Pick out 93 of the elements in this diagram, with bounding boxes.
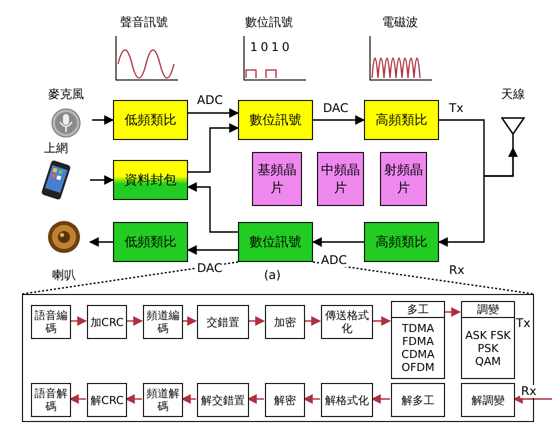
box-label: 數位訊號 bbox=[250, 112, 302, 129]
icon-caption: 喇叭 bbox=[52, 267, 76, 284]
box-label: 傳送格式化 bbox=[324, 309, 370, 335]
process-box bbox=[461, 383, 515, 417]
arrow bbox=[126, 316, 143, 326]
arrow bbox=[188, 108, 239, 118]
zoom-line bbox=[21, 261, 535, 295]
arrow bbox=[70, 316, 87, 326]
box-label: 解密 bbox=[274, 394, 296, 406]
edge-label: Rx bbox=[448, 264, 466, 277]
box-label: 高頻類比 bbox=[376, 112, 428, 129]
process-box bbox=[197, 305, 249, 339]
block-box bbox=[317, 152, 364, 206]
box-list-text: TDMA FDMA CDMA OFDM bbox=[400, 321, 436, 376]
arrow bbox=[92, 115, 114, 125]
arrow bbox=[187, 245, 238, 255]
box-label: 解CRC bbox=[90, 394, 124, 406]
arrow bbox=[304, 316, 321, 326]
edge-label: DAC bbox=[196, 262, 224, 275]
box-label: 多工 bbox=[392, 302, 444, 318]
process-box bbox=[87, 305, 127, 339]
box-label: 低頻類比 bbox=[124, 112, 176, 129]
block-box bbox=[113, 100, 188, 140]
box-label: 低頻類比 bbox=[124, 234, 176, 251]
process-box bbox=[265, 383, 305, 417]
process-box bbox=[265, 305, 305, 339]
box-label: 資料封包 bbox=[124, 172, 176, 189]
arrow bbox=[513, 394, 552, 404]
arrow bbox=[371, 394, 390, 404]
box-label: 解多工 bbox=[402, 394, 434, 406]
bit-value-text: 1010 bbox=[250, 40, 293, 54]
arrow bbox=[187, 182, 238, 233]
box-label: 數位訊號 bbox=[250, 234, 302, 251]
chart-title: 聲音訊號 bbox=[120, 14, 168, 31]
box-label: 高頻類比 bbox=[376, 234, 428, 251]
box-label: 語音解碼 bbox=[34, 387, 68, 413]
detail-panel bbox=[22, 294, 534, 422]
box-label: 加密 bbox=[274, 316, 296, 328]
arrow bbox=[372, 316, 391, 326]
block-box bbox=[380, 152, 427, 206]
block-box bbox=[238, 100, 313, 140]
icon-caption: 天線 bbox=[501, 86, 525, 103]
arrow bbox=[248, 316, 265, 326]
arrow bbox=[303, 394, 320, 404]
arrow bbox=[69, 394, 86, 404]
box-label: 解交錯置 bbox=[201, 394, 245, 406]
block-box bbox=[238, 222, 313, 262]
arrow bbox=[181, 394, 196, 404]
edge-label: Rx bbox=[520, 385, 538, 398]
chart-title: 電磁波 bbox=[382, 14, 418, 31]
icon-caption: 麥克風 bbox=[48, 86, 84, 103]
process-box bbox=[391, 383, 445, 417]
arrow bbox=[188, 123, 239, 173]
box-label: 中頻晶片 bbox=[320, 162, 361, 197]
box-label: 解格式化 bbox=[325, 394, 369, 406]
block-box bbox=[113, 222, 188, 262]
box-label: 頻道編碼 bbox=[146, 309, 180, 335]
box-list-text: ASK FSK PSK QAM bbox=[464, 328, 512, 370]
arrow bbox=[438, 148, 514, 247]
arrow bbox=[90, 175, 114, 185]
arrow bbox=[313, 115, 365, 125]
box-label: 基頻晶片 bbox=[256, 162, 298, 197]
process-box bbox=[87, 383, 127, 417]
arrow bbox=[89, 237, 113, 247]
icon-caption: 上網 bbox=[44, 140, 68, 157]
arrow bbox=[312, 237, 364, 247]
process-box bbox=[197, 383, 249, 417]
arrow bbox=[444, 307, 461, 317]
edge-label: ADC bbox=[196, 94, 224, 107]
arrow bbox=[182, 316, 197, 326]
edge-label: ADC bbox=[320, 254, 348, 267]
box-label: 調變 bbox=[462, 302, 514, 318]
arrow bbox=[125, 394, 142, 404]
block-box bbox=[113, 160, 188, 200]
process-box bbox=[391, 301, 445, 379]
figure-label: (a) bbox=[264, 268, 281, 282]
chart-title: 數位訊號 bbox=[245, 14, 293, 31]
process-box bbox=[321, 383, 373, 417]
block-box bbox=[364, 100, 439, 140]
edge-label: Tx bbox=[448, 102, 464, 115]
box-label: 語音編碼 bbox=[34, 309, 68, 335]
process-box bbox=[461, 301, 515, 379]
box-label: 加CRC bbox=[90, 316, 124, 328]
arrow bbox=[247, 394, 264, 404]
box-label: 頻道解碼 bbox=[146, 387, 180, 413]
box-label: 交錯置 bbox=[206, 316, 240, 328]
block-box bbox=[252, 152, 302, 206]
box-label: 射頻晶片 bbox=[383, 162, 424, 197]
edge-label: DAC bbox=[322, 102, 350, 115]
signal-label: Tx bbox=[516, 316, 530, 330]
box-label: 解調變 bbox=[472, 394, 504, 406]
arrow bbox=[439, 119, 518, 177]
block-box bbox=[364, 222, 439, 262]
